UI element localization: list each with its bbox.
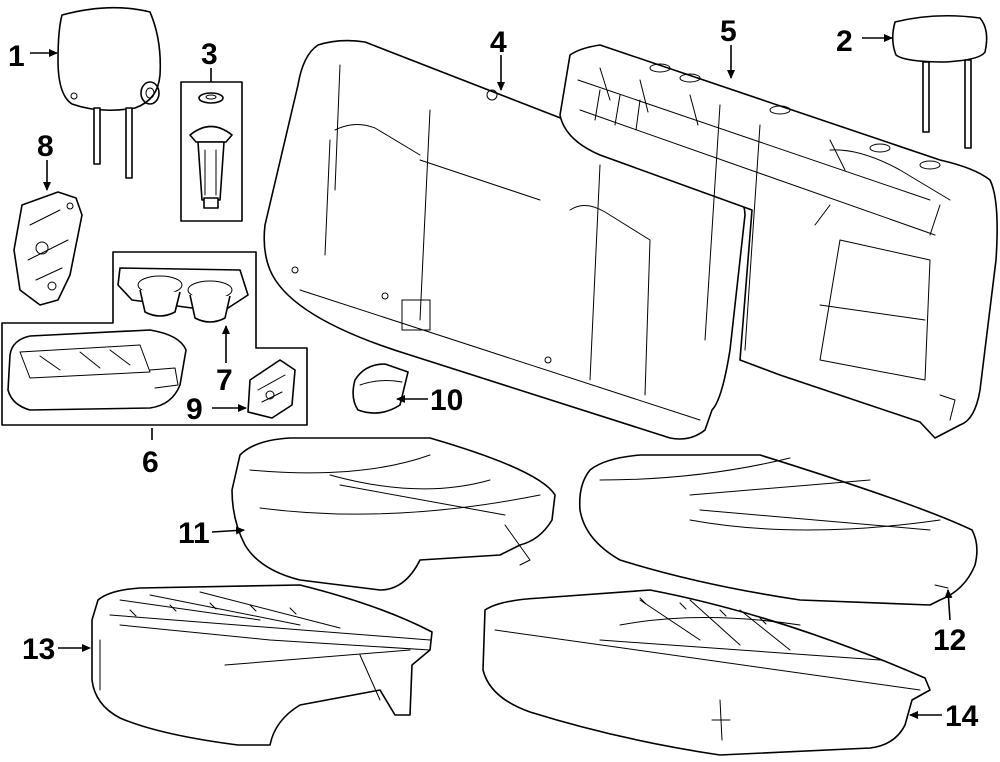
part-14-cushion-frame [482,589,931,756]
part-5-seatback-frame [559,44,998,439]
callout-13: 13 [22,633,55,666]
part-8-bracket [13,191,83,306]
callout-labels: 1 2 3 4 5 6 7 8 9 10 11 12 13 14 [8,15,979,733]
callout-6: 6 [142,446,159,479]
callout-9: 9 [186,393,203,426]
arrow-12 [944,589,953,621]
callout-1: 1 [8,40,25,73]
part-11-cushion [231,437,556,591]
part-10-cap [352,363,409,414]
callout-12: 12 [933,624,966,657]
callout-8: 8 [37,130,54,163]
callout-2: 2 [836,25,853,58]
callout-10: 10 [430,384,463,417]
part-4-seatback [263,39,746,440]
callout-3: 3 [201,38,218,71]
callout-14: 14 [945,700,979,733]
arrow-11 [211,526,245,535]
callout-7: 7 [216,364,233,397]
callout-arrows [30,34,953,719]
part-13-cushion-frame [91,584,433,746]
callout-5: 5 [720,15,737,48]
callout-4: 4 [490,26,507,59]
part-3-guide [180,81,243,222]
part-2-headrest [891,14,988,149]
callout-11: 11 [178,517,210,550]
part-12-cushion [578,454,978,606]
part-1-headrest [57,6,162,179]
part-6-armrest-group [1,251,308,426]
